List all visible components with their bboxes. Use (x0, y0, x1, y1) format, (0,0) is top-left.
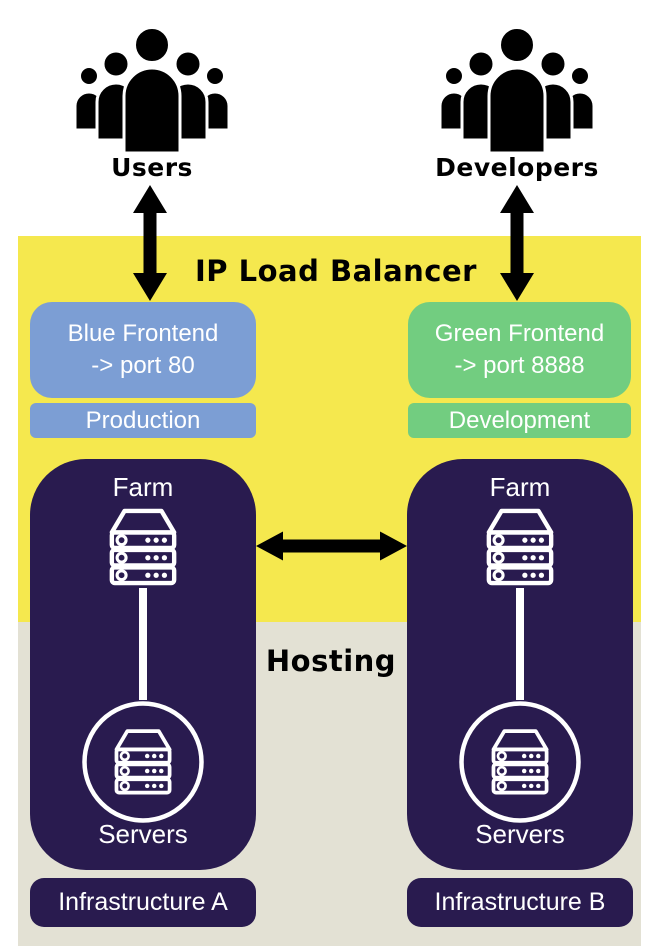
farm-a-title: Farm (112, 472, 174, 502)
farm-a-servers-label: Servers (98, 819, 188, 849)
farm-sync-arrow-icon (256, 531, 407, 561)
farm-b-servers-label: Servers (475, 819, 565, 849)
servers-circle-icon (459, 701, 581, 823)
green-frontend-box: Green Frontend -> port 8888 (408, 302, 631, 398)
hosting-title: Hosting (265, 644, 397, 678)
farm-b-box: Farm Servers (407, 459, 633, 870)
developers-label: Developers (435, 153, 599, 182)
users-loadbalancer-arrow-icon (133, 185, 167, 301)
blue-frontend-line1: Blue Frontend (67, 319, 219, 347)
development-tag: Development (408, 403, 631, 438)
production-tag: Production (30, 403, 256, 438)
users-label: Users (111, 153, 193, 182)
developers-crowd-icon (438, 26, 596, 155)
server-rack-icon (483, 506, 557, 588)
load-balancer-title: IP Load Balancer (195, 254, 477, 288)
servers-circle-icon (82, 701, 204, 823)
farm-b-connector-line (516, 588, 524, 700)
blue-frontend-line2: -> port 80 (91, 352, 195, 379)
developers-loadbalancer-arrow-icon (500, 185, 534, 301)
green-frontend-line2: -> port 8888 (454, 352, 585, 379)
infrastructure-a-box: Infrastructure A (30, 878, 256, 927)
infrastructure-b-box: Infrastructure B (407, 878, 633, 927)
farm-a-box: Farm Servers (30, 459, 256, 870)
farm-a-connector-line (139, 588, 147, 700)
blue-frontend-box: Blue Frontend -> port 80 (30, 302, 256, 398)
users-crowd-icon (73, 26, 231, 155)
farm-b-title: Farm (489, 472, 551, 502)
green-frontend-line1: Green Frontend (434, 319, 605, 347)
server-rack-icon (106, 506, 180, 588)
